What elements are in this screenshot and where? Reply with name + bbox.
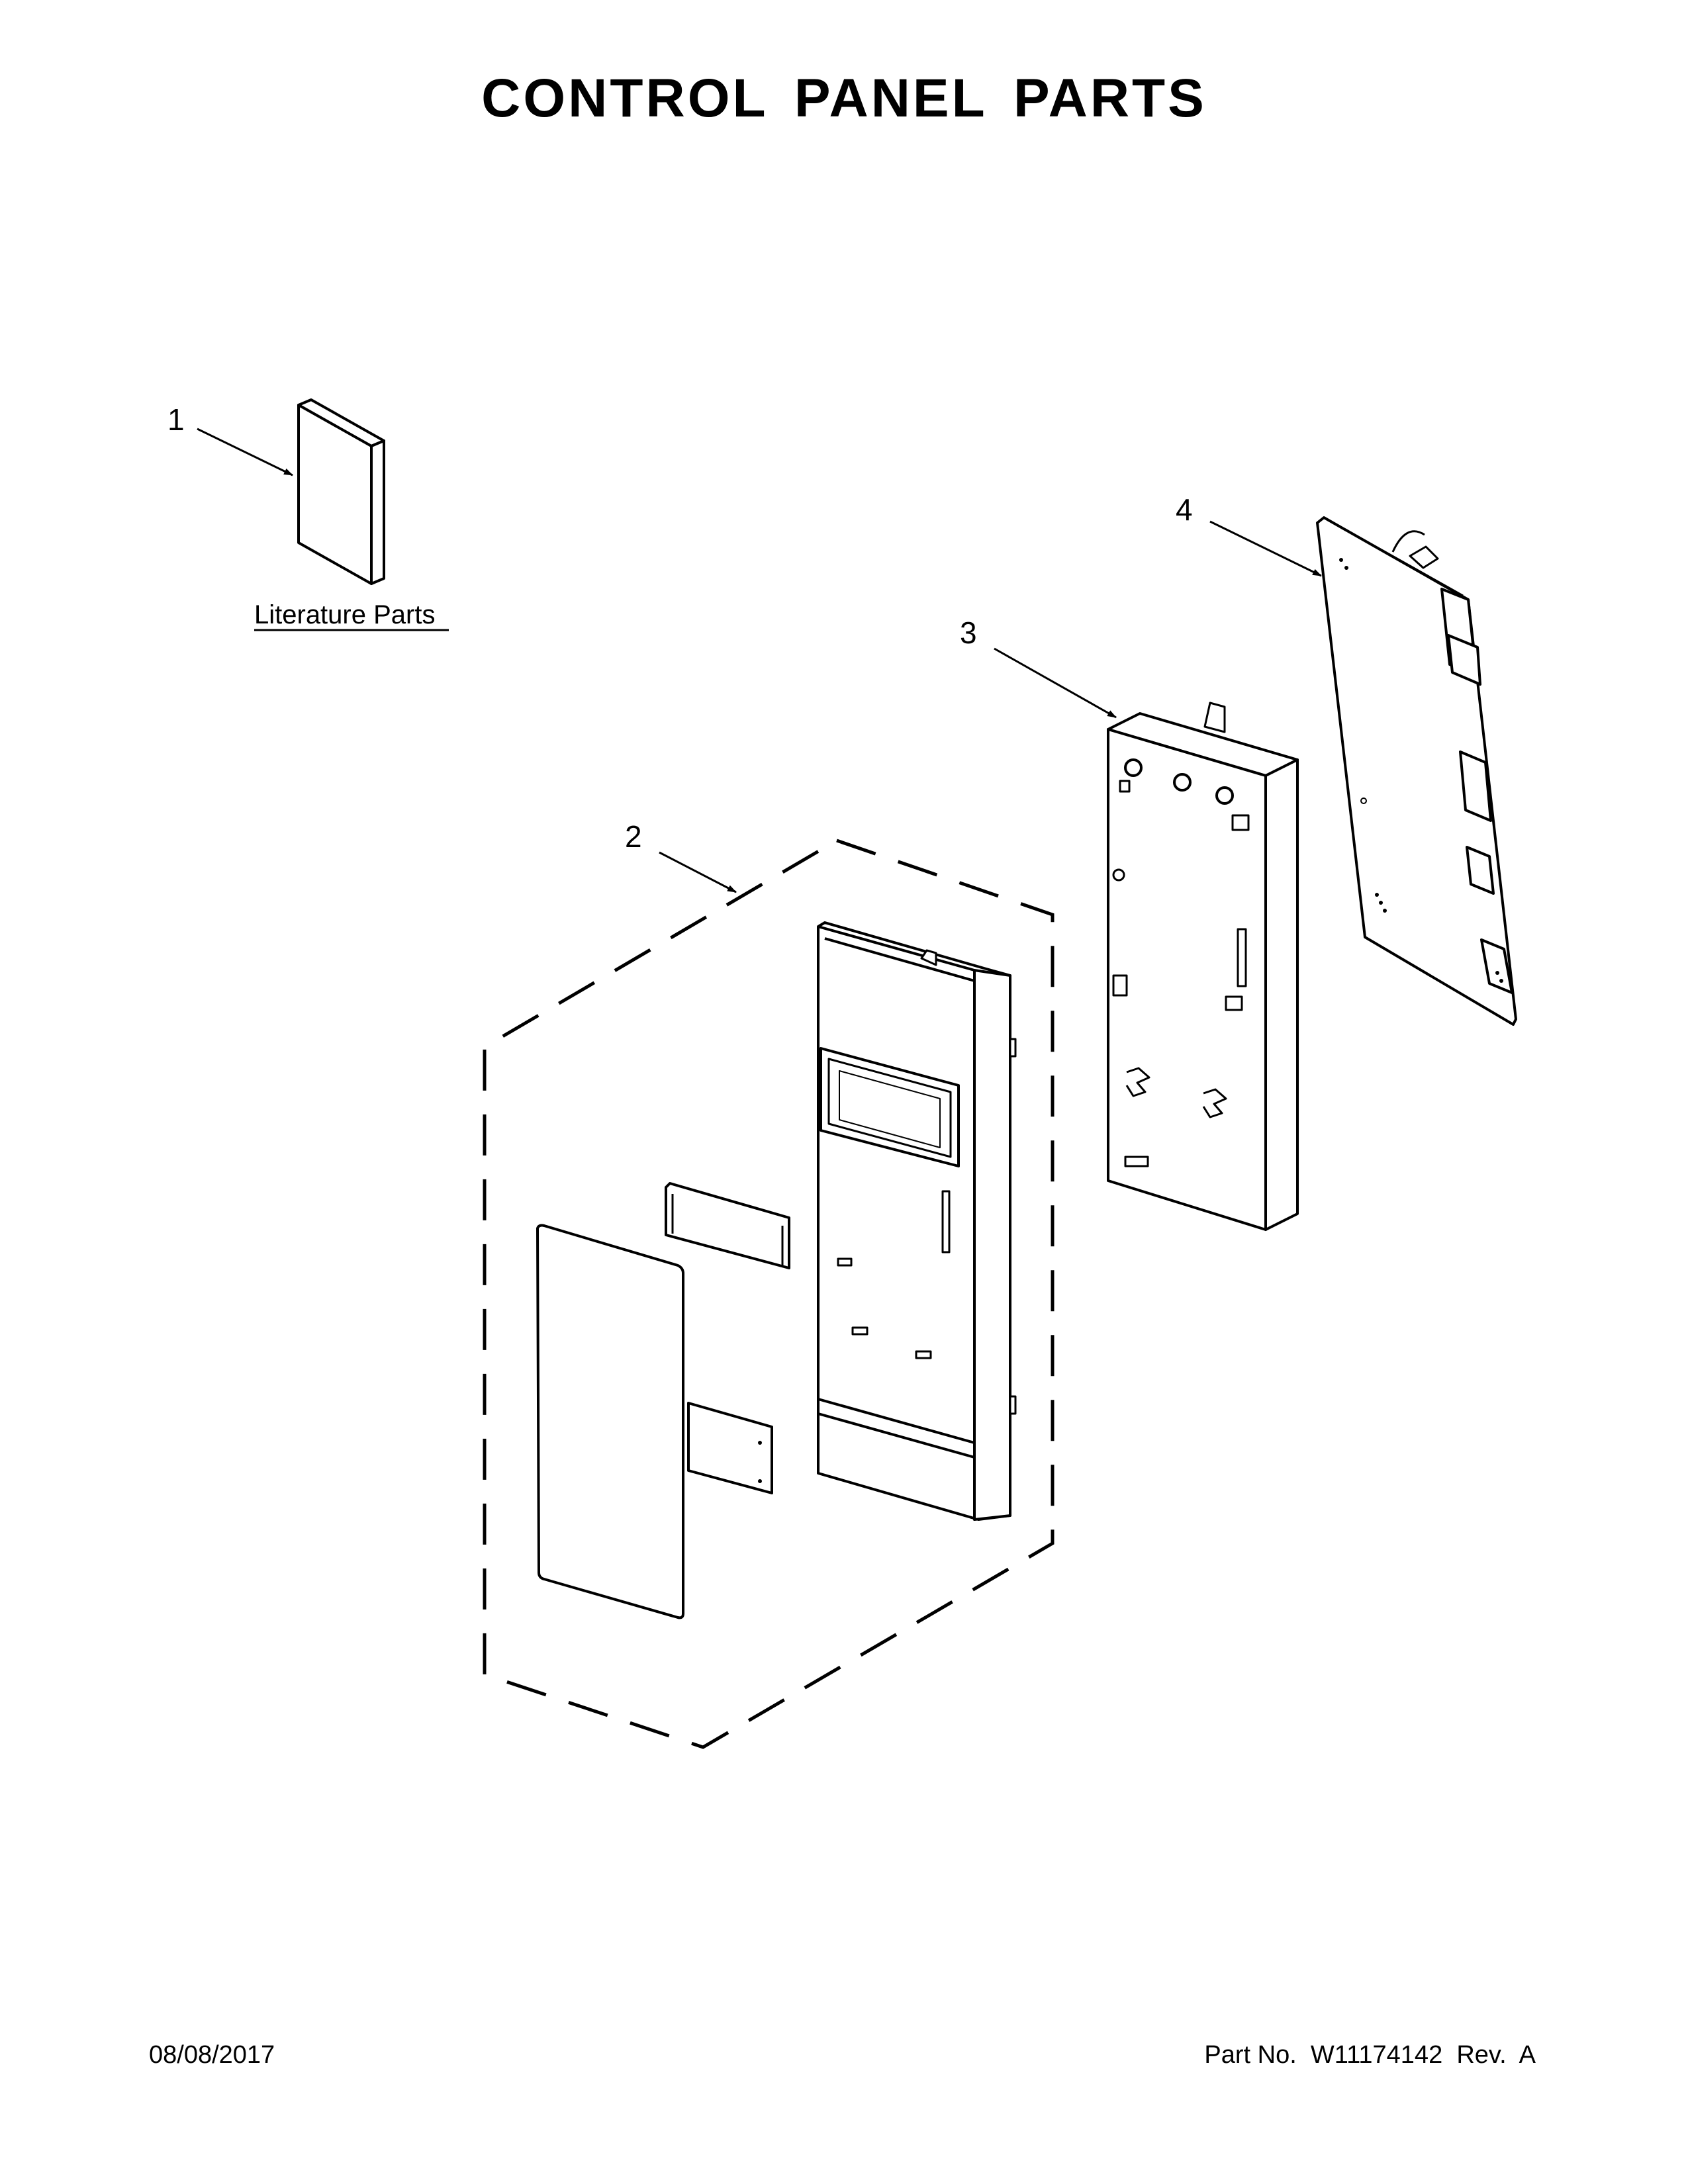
leader-line-4 — [1209, 520, 1322, 577]
callout-1: 1 — [167, 402, 185, 437]
footer-part-number: Part No. W11174142 Rev. A — [1204, 2041, 1536, 2069]
membrane-overlay — [536, 1224, 684, 1619]
literature-parts-label: Literature Parts — [254, 600, 435, 629]
control-housing — [1107, 702, 1299, 1231]
callout-4: 4 — [1176, 492, 1193, 527]
callout-3: 3 — [960, 615, 977, 650]
display-bracket — [665, 1182, 790, 1269]
control-panel-frame — [817, 921, 1017, 1521]
leader-line-1 — [197, 428, 293, 477]
leader-line-3 — [994, 647, 1117, 719]
leader-line-2 — [659, 851, 737, 893]
control-board — [1316, 516, 1517, 1026]
literature-booklet — [297, 398, 385, 585]
page-title: CONTROL PANEL PARTS — [481, 68, 1207, 128]
footer-date: 08/08/2017 — [149, 2041, 275, 2069]
small-plate — [687, 1402, 773, 1494]
callout-2: 2 — [625, 819, 642, 854]
assembly-boundary-dashed — [483, 839, 1055, 1749]
